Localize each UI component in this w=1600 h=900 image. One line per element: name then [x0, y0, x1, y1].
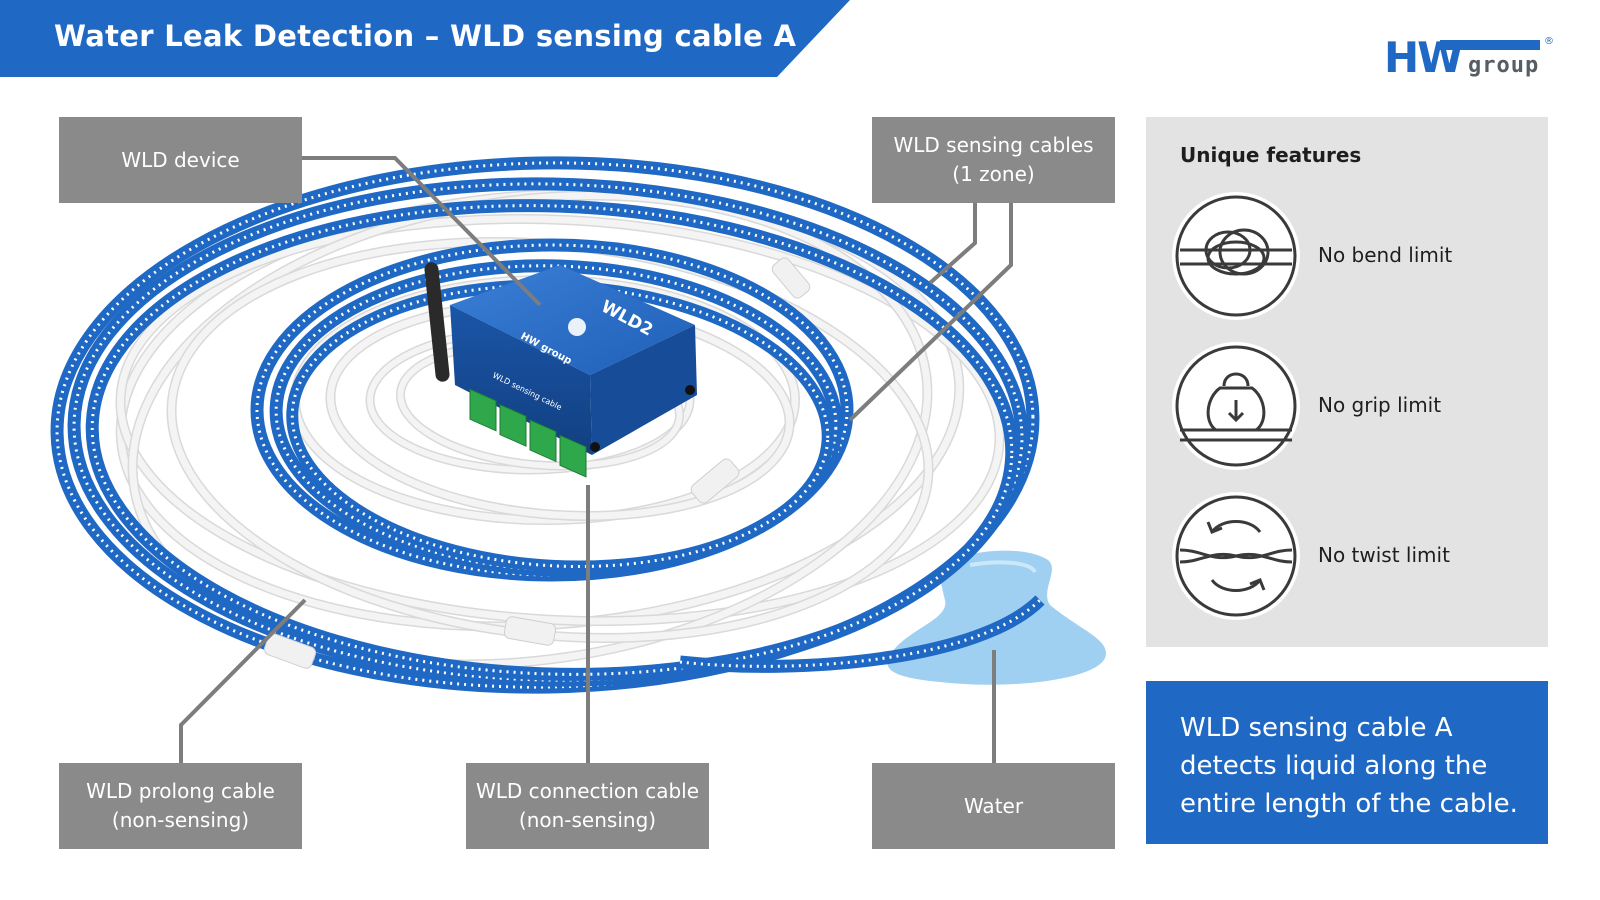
label-wld-device-line1: WLD device	[121, 147, 240, 172]
label-connection-cable-line1: WLD connection cable	[475, 779, 700, 803]
label-water: Water	[872, 763, 1115, 849]
cable-illustration: WLD2 HW group WLD sensing cable	[50, 156, 1106, 763]
label-water-line1: Water	[963, 793, 1024, 818]
header-banner	[0, 0, 850, 77]
features-title: Unique features	[1180, 143, 1362, 167]
water-puddle	[887, 550, 1106, 685]
features-panel: Unique features No bend limit	[1146, 117, 1548, 647]
leader-wld-device	[302, 156, 542, 307]
label-prolong-cable-line1: WLD prolong cable	[86, 779, 275, 803]
leader-lines	[179, 156, 1013, 763]
feature-item-bend: No bend limit	[1172, 192, 1532, 322]
info-text: WLD sensing cable A detects liquid along…	[1180, 713, 1518, 819]
label-sensing-cables-line2: (1 zone)	[952, 162, 1035, 186]
wld2-device	[424, 262, 697, 478]
leader-sensing-cable-2	[848, 203, 1013, 422]
logo-registered-mark: ®	[1544, 36, 1554, 47]
label-sensing-cables-line1: WLD sensing cables	[893, 133, 1094, 157]
feature-item-grip: No grip limit	[1172, 342, 1532, 472]
leader-sensing-cable-1	[928, 203, 977, 285]
label-prolong-cable: WLD prolong cable (non-sensing)	[59, 763, 302, 849]
feature-label-grip: No grip limit	[1318, 393, 1442, 417]
feature-label-bend: No bend limit	[1318, 243, 1453, 267]
blue-sensing-cable-loops	[50, 156, 1045, 694]
twist-icon	[1172, 492, 1300, 620]
info-box: WLD sensing cable A detects liquid along…	[1146, 681, 1548, 844]
hw-group-logo: HW group ®	[1384, 34, 1566, 86]
label-prolong-cable-line2: (non-sensing)	[111, 808, 250, 832]
label-connection-cable: WLD connection cable (non-sensing)	[466, 763, 709, 849]
kettlebell-icon	[1172, 342, 1300, 470]
logo-bar	[1440, 40, 1540, 50]
feature-item-twist: No twist limit	[1172, 492, 1532, 622]
page-title: Water Leak Detection – WLD sensing cable…	[54, 19, 797, 53]
knot-icon	[1172, 192, 1300, 320]
label-sensing-cables: WLD sensing cables (1 zone)	[872, 117, 1115, 203]
feature-label-twist: No twist limit	[1318, 543, 1450, 567]
cable-connectors	[263, 257, 811, 669]
label-wld-device: WLD device	[59, 117, 302, 203]
label-connection-cable-line2: (non-sensing)	[518, 808, 657, 832]
logo-sub-text: group	[1468, 53, 1540, 78]
leader-prolong	[179, 598, 307, 763]
